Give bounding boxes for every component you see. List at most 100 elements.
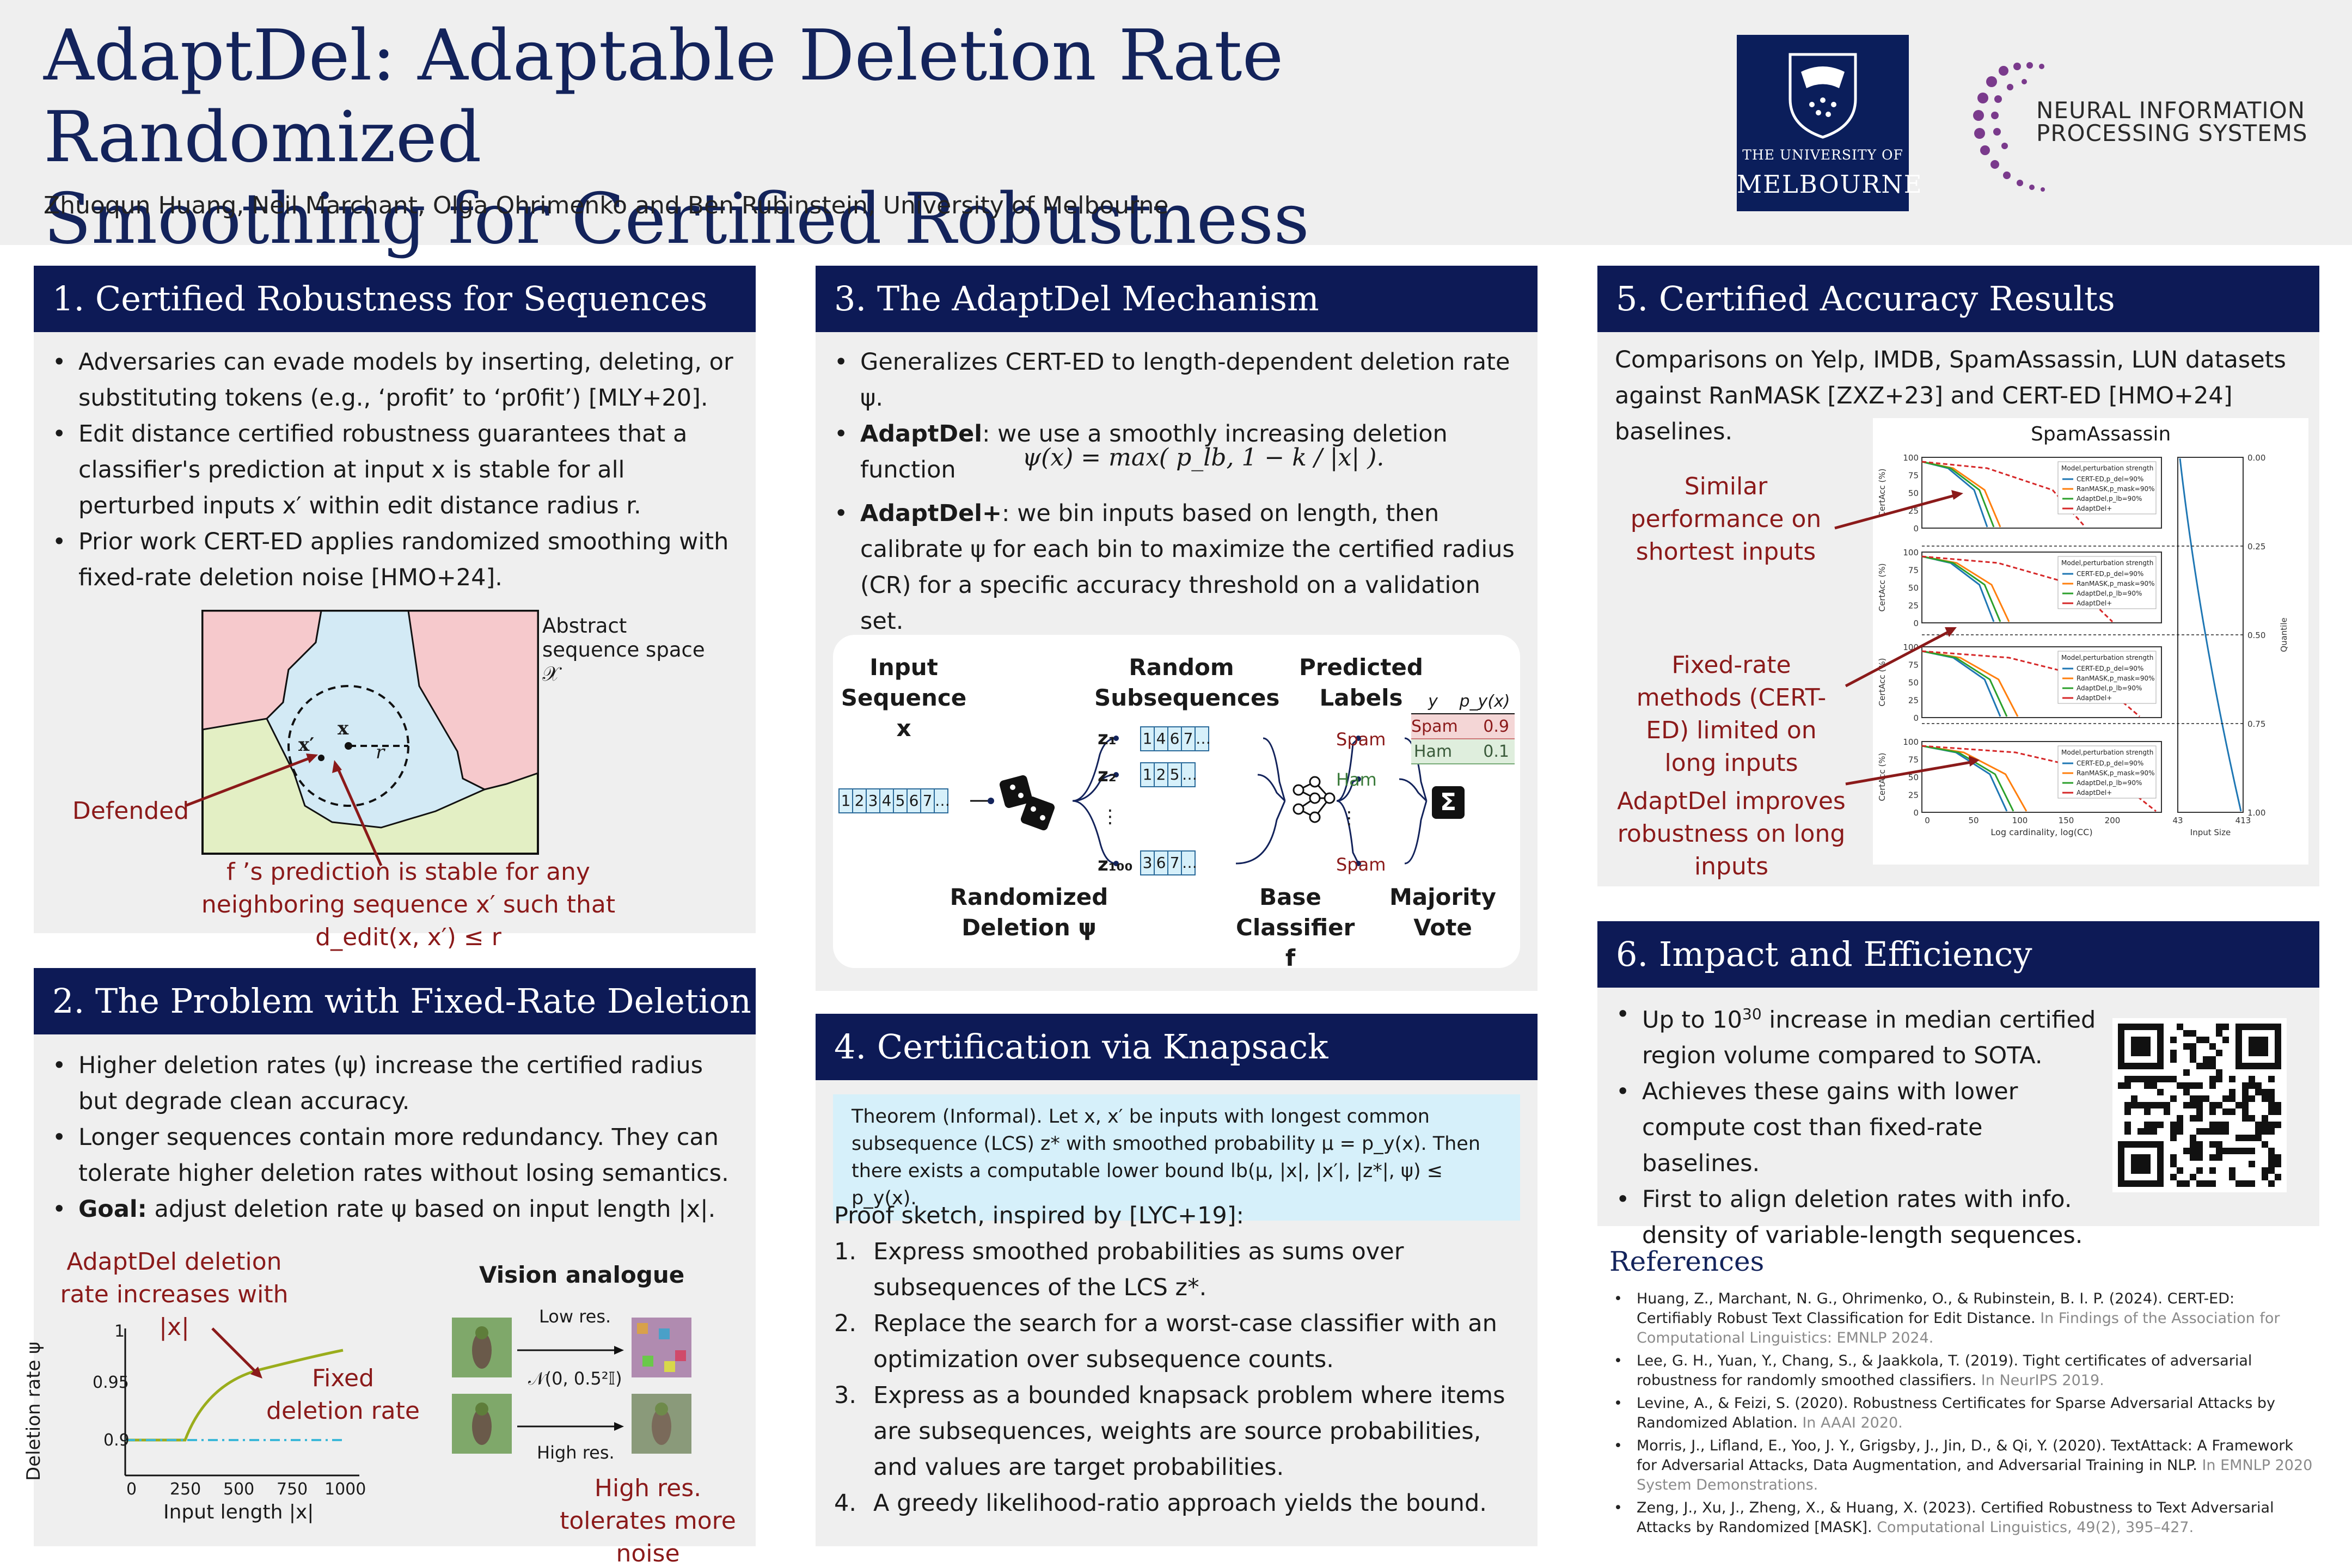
qr-module [2216,1141,2222,1148]
ytick-label: 75 [1908,566,1919,575]
token: 2 [1154,762,1168,787]
qr-module [2209,1167,2216,1174]
qr-module [2268,1076,2275,1082]
pred-label: Spam [1336,854,1386,875]
deletion-rate-chart [124,1327,359,1477]
qr-finder-core [2249,1037,2268,1056]
qr-module [2190,1030,2196,1037]
qr-module [2164,1102,2170,1108]
dice-icon [999,775,1055,831]
ytick-label: 25 [1908,791,1919,800]
qr-module [2196,1148,2203,1154]
qr-module [2249,1161,2255,1167]
list-item: AdaptDel+: we bin inputs based on length… [816,495,1523,639]
qr-module [2229,1095,2235,1102]
list-item: 1.Express smoothed probabilities as sums… [834,1238,1404,1301]
qr-module [2249,1180,2255,1187]
token: 3 [866,788,880,813]
qr-module [2203,1095,2209,1102]
section-3-title: 3. The AdaptDel Mechanism [816,266,1538,332]
qr-module [2242,1095,2249,1102]
results-annotation-2: Fixed-rate methods (CERT-ED) limited on … [1636,651,1827,777]
pred-label: Spam [1336,729,1386,750]
qr-module [2216,1154,2222,1161]
qr-module [2216,1102,2222,1108]
crest-icon [1788,53,1857,139]
z2-label: z₂ [1098,764,1117,786]
qr-module [2177,1122,2183,1128]
qr-module [2190,1135,2196,1141]
qr-module [2222,1095,2229,1102]
qr-module [2144,1082,2151,1089]
qr-module [2131,1102,2137,1108]
qr-module [2190,1174,2196,1180]
qr-module [2183,1082,2190,1089]
qr-module [2235,1102,2242,1108]
qr-module [2183,1030,2190,1037]
input-size-label: Input Size [2190,828,2231,837]
neurips-logo: NEURAL INFORMATION PROCESSING SYSTEMS [1971,54,2319,196]
qr-module [2190,1115,2196,1122]
section-1-title: 1. Certified Robustness for Sequences [34,266,756,332]
legend-entry: AdaptDel,p_lb=90% [2077,684,2142,692]
qr-module [2183,1180,2190,1187]
legend-box [2057,461,2157,514]
qr-module [2242,1180,2249,1187]
legend-title: Model,perturbation strength [2061,464,2153,472]
qr-module [2157,1102,2164,1108]
theorem-box: Theorem (Informal). Let x, x′ be inputs … [833,1094,1520,1221]
qr-module [2183,1089,2190,1095]
ytick-label: 0 [1913,713,1919,723]
quantile-tick-label: 1.00 [2247,808,2265,818]
pred-label: ⋮ [1340,807,1358,828]
list-item: Adversaries can evade models by insertin… [34,344,742,416]
ytick-label: 50 [1908,678,1919,688]
ytick-label: 25 [1908,601,1919,611]
qr-module [2209,1043,2216,1050]
qr-module [2124,1122,2131,1128]
list-item: AdaptDel: we use a smoothly increasing d… [816,416,1523,488]
legend-title: Model,perturbation strength [2061,654,2153,661]
list-item: 2.Replace the search for a worst-case cl… [834,1310,1497,1373]
bird-image-lowres [452,1318,512,1377]
qr-module [2249,1135,2255,1141]
legend-entry: AdaptDel,p_lb=90% [2077,779,2142,787]
qr-module [2268,1102,2275,1108]
qr-module [2183,1069,2190,1076]
qr-module [2209,1128,2216,1135]
token: 1 [838,788,853,813]
proof-steps: 1.Express smoothed probabilities as sums… [834,1234,1520,1521]
legend-entry: RanMASK,p_mask=90% [2077,769,2154,777]
qr-module [2131,1095,2137,1102]
list-item: Zeng, J., Xu, J., Zheng, X., & Huang, X.… [1606,1498,2314,1538]
qr-module [2190,1154,2196,1161]
qr-module [2268,1167,2275,1174]
qr-module [2190,1050,2196,1056]
qr-finder-core [2131,1154,2151,1174]
quantile-label: Quantile [2279,617,2289,652]
section-5-intro: Comparisons on Yelp, IMDB, SpamAssassin,… [1615,346,2286,445]
qr-module [2268,1128,2275,1135]
quantile-tick-label: 0.00 [2247,453,2265,463]
qr-code[interactable] [2112,1018,2287,1192]
defended-annotation: Defended [72,797,189,825]
pred-label: Ham [1336,769,1377,790]
qr-module [2216,1122,2222,1128]
qr-module [2170,1076,2177,1082]
qr-module [2144,1102,2151,1108]
list-item: Huang, Z., Marchant, N. G., Ohrimenko, O… [1606,1289,2314,1348]
qr-module [2157,1122,2164,1128]
qr-module [2177,1024,2183,1030]
deletion-rate-ylabel: Deletion rate ψ [23,1342,45,1481]
quantile-tick-label: 0.50 [2247,630,2265,640]
qr-module [2268,1154,2275,1161]
low-res-label: Low res. [539,1306,611,1327]
token: 6 [1167,726,1182,751]
qr-module [2268,1122,2275,1128]
list-item: First to align deletion rates with info.… [1597,1181,2104,1253]
list-item: Goal: adjust deletion rate ψ based on in… [34,1191,742,1227]
qr-module [2196,1082,2203,1089]
qr-module [2190,1141,2196,1148]
adaptdel-formula: ψ(x) = max( p_lb, 1 − k / |x| ). [1022,444,1385,471]
